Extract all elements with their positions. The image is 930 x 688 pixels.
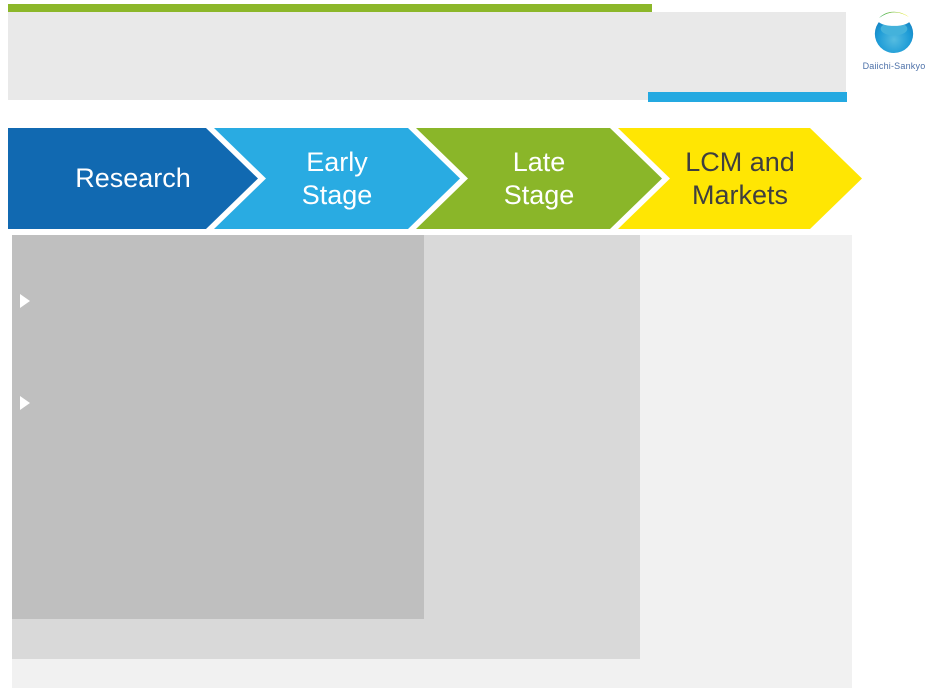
chevron-research [8, 128, 258, 229]
header-blue-bar [648, 92, 847, 102]
bullet-arrow-icon [20, 294, 30, 308]
chevron-lcm-markets [618, 128, 862, 229]
header-green-bar [8, 4, 652, 12]
brand-logo: Daiichi-Sankyo [860, 6, 928, 86]
chevron-late-stage [416, 128, 662, 229]
daiichi-sankyo-globe-icon [869, 6, 919, 60]
panel-research [12, 235, 424, 619]
pipeline-chevrons [8, 128, 862, 229]
header-title-band [8, 12, 846, 100]
brand-name: Daiichi-Sankyo [862, 61, 926, 71]
chevron-early-stage [214, 128, 460, 229]
bullet-arrow-icon [20, 396, 30, 410]
